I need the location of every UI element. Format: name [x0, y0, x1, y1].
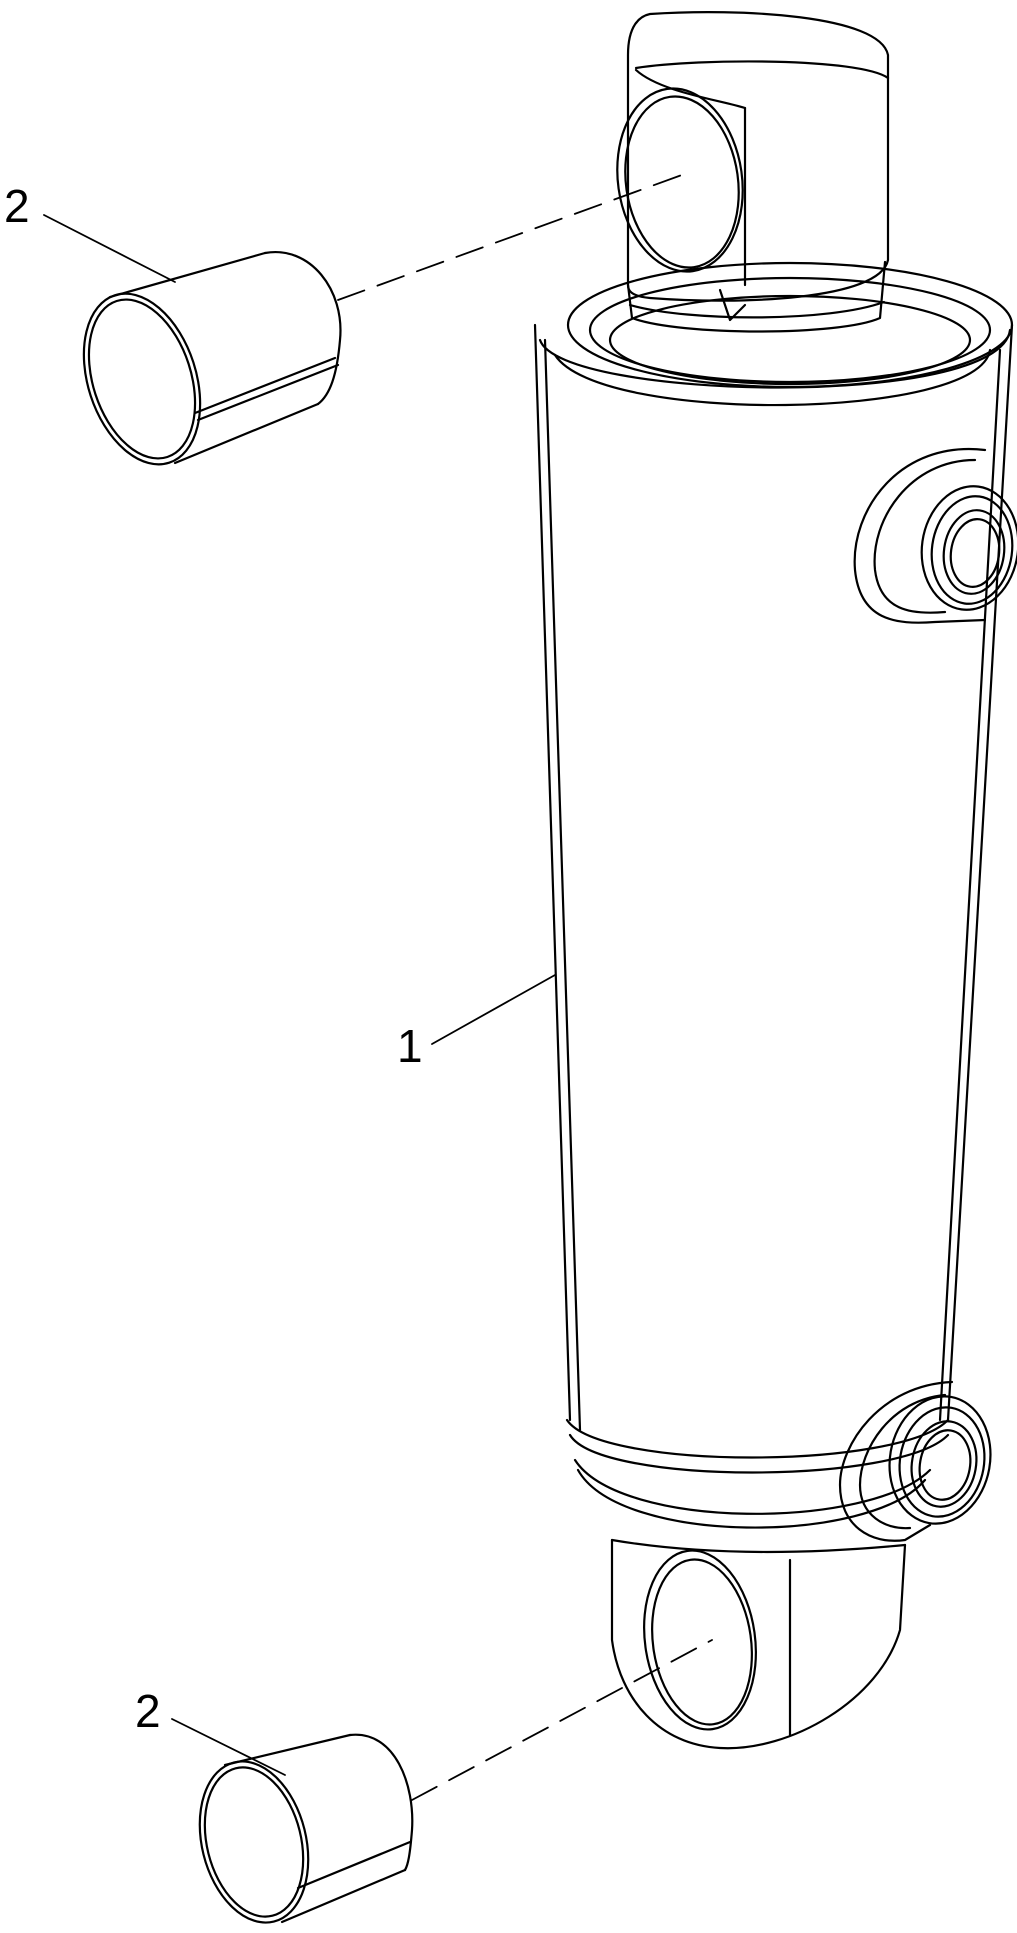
leader-cylinder	[431, 974, 556, 1045]
base-clevis-eye	[610, 1538, 907, 1750]
lower-port-fitting	[838, 1380, 992, 1542]
barrel-bottom-cap	[565, 1418, 950, 1529]
center-line-top	[337, 171, 691, 301]
bushing-bottom	[198, 1733, 414, 1924]
center-line-bottom	[411, 1639, 713, 1801]
callout-cylinder: 1	[397, 1020, 423, 1072]
leader-lines	[43, 214, 556, 1776]
callout-bushing-top: 2	[4, 180, 30, 232]
cylinder-barrel	[533, 323, 1014, 1432]
bushing-top	[82, 250, 342, 466]
leader-bottom-bushing	[171, 1718, 286, 1776]
assembly-center-lines	[337, 171, 713, 1801]
hydraulic-cylinder	[533, 11, 1017, 1750]
upper-port-fitting	[853, 447, 1017, 624]
cylinder-head	[538, 261, 1014, 407]
leader-top-bushing	[43, 214, 176, 283]
rod-clevis	[616, 11, 890, 302]
callout-bushing-bottom: 2	[135, 1685, 161, 1737]
